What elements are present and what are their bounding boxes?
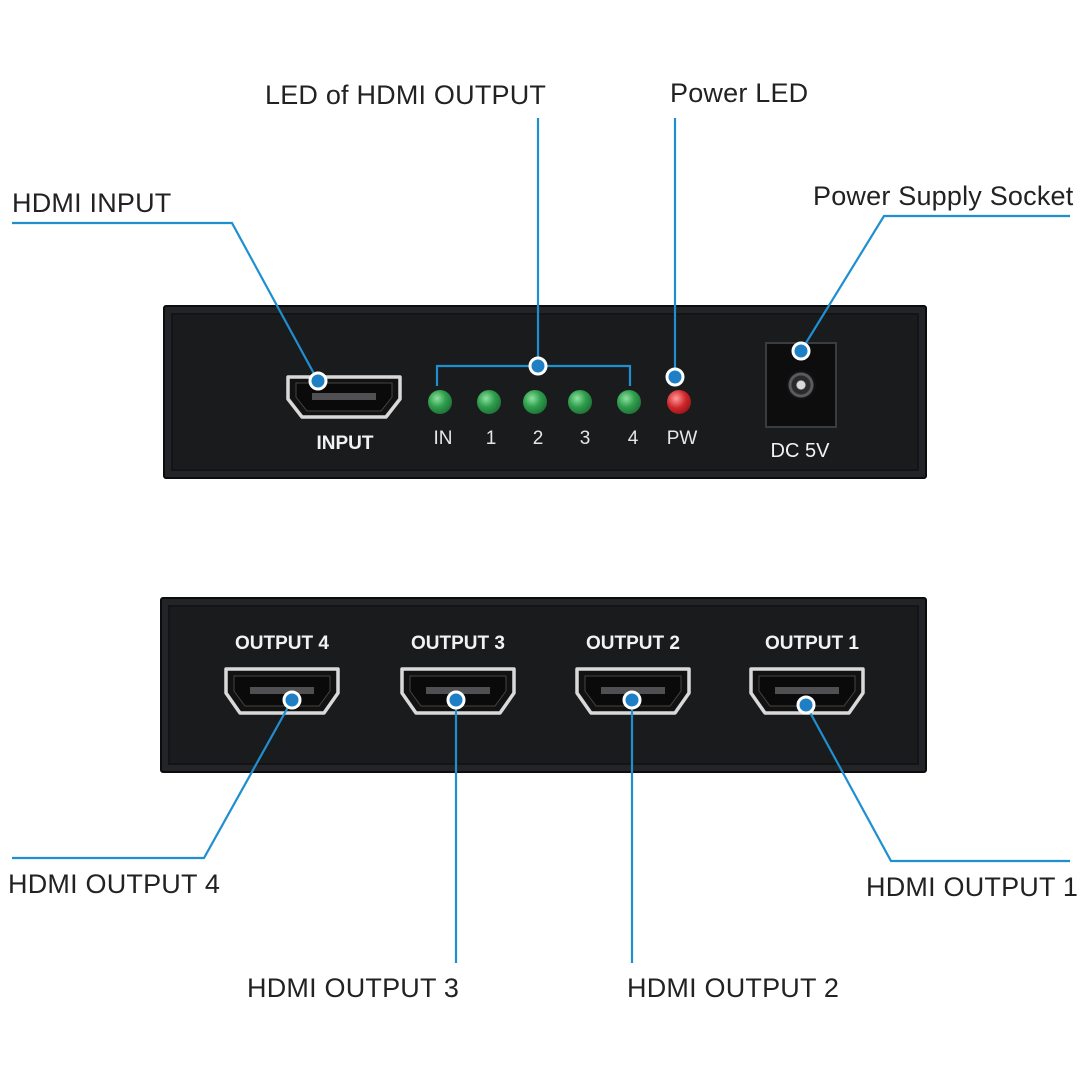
dot-led-group: [528, 356, 548, 376]
led-label-2: 2: [532, 428, 544, 449]
callout-led-hdmi-output: LED of HDMI OUTPUT: [265, 80, 547, 110]
hdmi-output-1-port: [749, 667, 865, 715]
led-label-4: 4: [627, 428, 639, 449]
led-label-in: IN: [433, 428, 453, 449]
input-port-label: INPUT: [316, 433, 374, 454]
led-output-4: [617, 390, 641, 414]
dot-hdmi-output-3: [446, 690, 466, 710]
output-1-label: OUTPUT 1: [765, 633, 859, 654]
callout-hdmi-output-2: HDMI OUTPUT 2: [627, 973, 840, 1003]
leader-hdmi-output-1: [805, 704, 1070, 863]
output-4-label: OUTPUT 4: [235, 633, 329, 654]
dot-hdmi-output-2: [622, 690, 642, 710]
callout-power-led: Power LED: [670, 78, 809, 108]
leader-hdmi-output-4: [12, 699, 293, 860]
hdmi-output-4-port: [224, 667, 340, 715]
led-output-2: [523, 390, 547, 414]
led-output-1: [477, 390, 501, 414]
led-power: [667, 390, 691, 414]
callout-hdmi-input: HDMI INPUT: [12, 188, 172, 218]
led-output-3: [568, 390, 592, 414]
dot-hdmi-output-4: [282, 690, 302, 710]
callout-hdmi-output-3: HDMI OUTPUT 3: [247, 973, 460, 1003]
led-in: [428, 390, 452, 414]
leader-power-supply-socket: [800, 214, 1070, 352]
callout-power-supply-socket: Power Supply Socket: [813, 181, 1074, 211]
callout-hdmi-output-1: HDMI OUTPUT 1: [866, 872, 1079, 902]
front-panel: INPUT IN 1 2 3 4 PW DC 5V: [163, 305, 927, 479]
dot-hdmi-output-1: [796, 695, 816, 715]
output-3-label: OUTPUT 3: [411, 633, 505, 654]
led-label-pw: PW: [666, 428, 698, 449]
dot-hdmi-input: [308, 371, 328, 391]
dc-socket-label: DC 5V: [770, 440, 830, 462]
dot-power-socket: [791, 341, 811, 361]
dc-socket-pin-icon: [786, 370, 816, 400]
callout-hdmi-output-4: HDMI OUTPUT 4: [8, 869, 221, 899]
led-label-3: 3: [579, 428, 591, 449]
leader-hdmi-input: [12, 221, 319, 382]
led-label-1: 1: [485, 428, 497, 449]
dot-power-led: [665, 367, 685, 387]
output-2-label: OUTPUT 2: [586, 633, 680, 654]
